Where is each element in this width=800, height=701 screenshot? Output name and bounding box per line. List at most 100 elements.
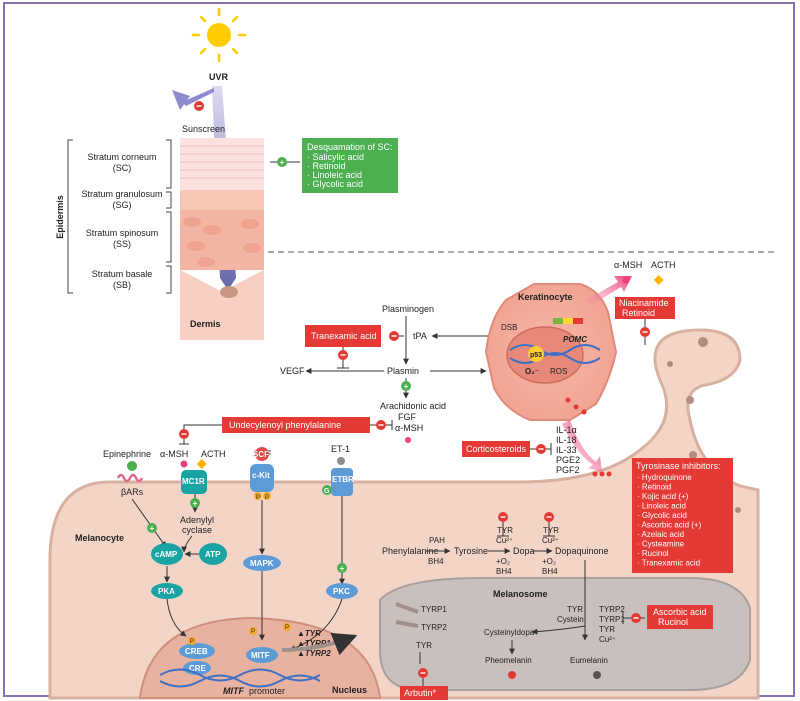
ckit-label: c-Kit: [252, 471, 270, 480]
melanosome-title: Melanosome: [493, 589, 548, 599]
tyrosinase-item: · Ascorbic acid (+): [637, 521, 702, 530]
etbr-receptor: [331, 468, 353, 496]
mapk-label: MAPK: [250, 559, 274, 568]
layer-sc-abbr: (SC): [113, 163, 132, 173]
mc1r-label: MC1R: [182, 477, 205, 486]
o2-label: O₂⁻: [525, 367, 539, 376]
phospho-tag: P: [285, 625, 289, 631]
pka-node: [151, 583, 183, 599]
mitf-promoter-italic: MITF: [223, 686, 244, 696]
atp-label: ATP: [205, 550, 221, 559]
mitf-promoter-rest: promoter: [249, 686, 285, 696]
pkc-node: [326, 583, 358, 599]
tyrosinase-item: · Azelaic acid: [637, 530, 684, 539]
desquamation-item: · Salicylic acid: [307, 152, 364, 162]
phenylalanine-label: Phenylalanine: [382, 546, 439, 556]
etbr-label: ETBR: [332, 475, 354, 484]
mitf-node: [246, 647, 278, 663]
niacinamide-label: Niacinamide: [619, 298, 669, 308]
bars-label: βARs: [121, 487, 144, 497]
cu-2: Cu²⁺: [542, 536, 559, 545]
svg-text:+: +: [340, 564, 345, 573]
adenylyl-label: Adenylyl: [180, 515, 214, 525]
p53-label: p53: [530, 352, 542, 359]
bh4-1: BH4: [496, 567, 512, 576]
retinoid-label: Retinoid: [622, 308, 655, 318]
o2-2: +O₂: [542, 557, 556, 566]
cytokine-arrow: [562, 420, 602, 472]
tyr-cystein-1: TYR: [567, 605, 583, 614]
layer-sb: Stratum basale: [92, 269, 153, 279]
melano-enzyme: TYRP2: [599, 605, 625, 614]
target-tyrp1: ▲TYRP1: [297, 639, 331, 648]
tranexamic-label: Tranexamic acid: [311, 331, 377, 341]
phospho-tag: P: [251, 629, 255, 635]
keratinocyte-title: Keratinocyte: [518, 292, 573, 302]
tyrosinase-item: · Retinoid: [637, 483, 671, 492]
melanosome: [379, 577, 751, 691]
bh4-label: BH4: [428, 557, 444, 566]
melano-enzyme: Cu²⁺: [599, 635, 616, 644]
ascorbic-box: [647, 605, 713, 629]
layer-ss-abbr: (SS): [113, 239, 131, 249]
output-acth: ACTH: [651, 260, 676, 270]
epinephrine-label: Epinephrine: [103, 449, 151, 459]
target-tyrp2: ▲TYRP2: [297, 649, 331, 658]
beta-ar-receptor: [116, 473, 144, 483]
secretion-arrow: [586, 276, 632, 306]
arachidonic-label: Arachidonic acid: [380, 401, 446, 411]
tyrosinase-item: · Linoleic acid: [637, 502, 686, 511]
ros-label: ROS: [550, 367, 567, 376]
phospho-tag: P: [190, 639, 194, 645]
o2-1: +O₂: [496, 557, 510, 566]
niacinamide-box: [615, 297, 675, 319]
uvr-label: UVR: [209, 72, 229, 82]
corticosteroids-label: Corticosteroids: [466, 444, 527, 454]
g-protein: G: [324, 488, 330, 495]
cytokine: PGE2: [556, 455, 580, 465]
svg-text:+: +: [280, 158, 285, 167]
rucinol-label: Rucinol: [658, 617, 688, 627]
layer-sg-abbr: (SG): [113, 200, 132, 210]
tyr-enzyme-2: TYR: [543, 526, 559, 535]
plasmin-label: Plasmin: [387, 366, 419, 376]
melano-enzyme: TYR: [599, 625, 615, 634]
tyrosinase-item: · Glycolic acid: [637, 511, 687, 520]
svg-text:+: +: [404, 382, 409, 391]
tyrosinase-item: · Cysteamine: [637, 540, 685, 549]
tyrosinase-title: Tyrosinase inhibitors:: [636, 461, 721, 471]
phospho-tag: P: [265, 495, 269, 501]
uv-reflect: [182, 88, 214, 106]
mc1r-amsh-label: α-MSH: [160, 449, 188, 459]
mitf-to-melanosome-arrow: [281, 632, 358, 656]
tranexamic-box: [305, 325, 381, 347]
cysteinyldopa-label: Cysteinyldopa: [484, 628, 535, 637]
arbutin-box: [400, 686, 448, 700]
eumelanin-label: Eumelanin: [570, 656, 608, 665]
amsh-label: α-MSH: [395, 423, 423, 433]
epidermis-label: Epidermis: [55, 195, 65, 239]
pkc-label: PKC: [333, 587, 350, 596]
stimulate-icon: [277, 157, 287, 167]
layer-sb-abbr: (SB): [113, 280, 131, 290]
mc1r-receptor: [181, 470, 207, 494]
tyrosine-label: Tyrosine: [454, 546, 488, 556]
pka-label: PKA: [158, 587, 175, 596]
atp-node: [199, 543, 227, 565]
fgf-label: FGF: [398, 412, 416, 422]
desquamation-item: · Glycolic acid: [307, 179, 363, 189]
plasminogen-label: Plasminogen: [382, 304, 434, 314]
bh4-2: BH4: [542, 567, 558, 576]
mitf-label: MITF: [251, 651, 270, 660]
dna-helix: [159, 668, 321, 682]
camp-label: cAMP: [155, 550, 178, 559]
tyr-cystein-2: Cystein: [557, 615, 584, 624]
layer-sc: Stratum corneum: [87, 152, 156, 162]
tyrosinase-item: · Rucinol: [637, 549, 669, 558]
sunscreen-label: Sunscreen: [182, 124, 225, 134]
mapk-node: [243, 555, 281, 571]
melano-enzyme: TYRP1: [599, 615, 625, 624]
tyr-label: TYR: [416, 641, 432, 650]
